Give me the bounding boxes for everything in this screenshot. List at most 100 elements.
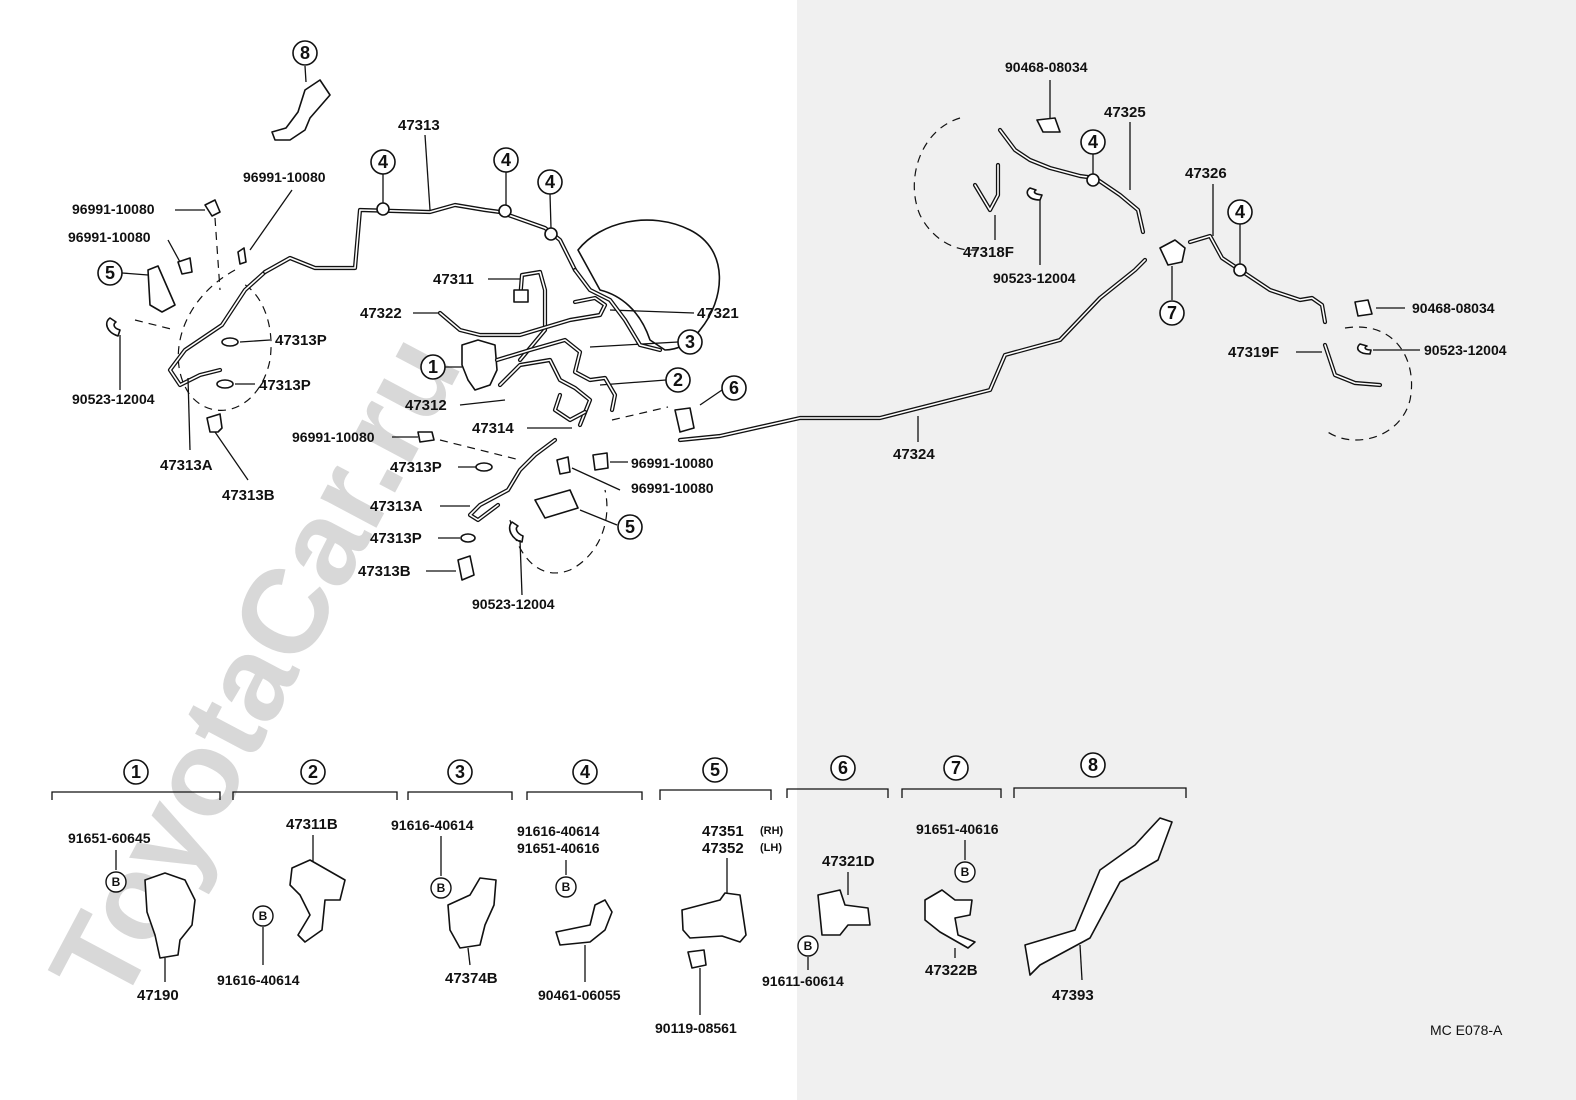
svg-text:4: 4 [1235, 202, 1245, 222]
callout-4: 4 [1227, 199, 1253, 225]
callout-6: 6 [721, 375, 747, 401]
svg-text:1: 1 [428, 357, 438, 377]
label-96991-10080: 96991-10080 [631, 480, 714, 496]
clip-90523 [1356, 343, 1372, 355]
label-47313: 47313 [398, 117, 440, 134]
clamp-joint [544, 227, 558, 241]
part-91616-40614: 91616-40614 [391, 817, 474, 833]
bracket-6 [674, 407, 695, 433]
clamp-joint [498, 204, 512, 218]
svg-text:B: B [112, 875, 121, 889]
part-90461-06055: 90461-06055 [538, 987, 621, 1003]
fitting [513, 289, 529, 303]
label-47313P: 47313P [390, 459, 442, 476]
svg-text:8: 8 [300, 43, 310, 63]
part-47190: 47190 [137, 987, 179, 1004]
label-47313B: 47313B [222, 487, 275, 504]
brake-tube-47326 [1187, 233, 1328, 325]
clamp-47374B [447, 877, 497, 949]
rh-tag: (RH) [760, 825, 784, 837]
wheel-outline-front-left [177, 269, 272, 411]
bracket-47393 [1024, 817, 1173, 976]
label-96991-10080: 96991-10080 [631, 455, 714, 471]
clamp-joint [376, 202, 390, 216]
proportioning-valve-47190 [144, 872, 196, 959]
svg-text:7: 7 [951, 758, 961, 778]
part-91616-40614: 91616-40614 [517, 823, 600, 839]
label-90523-12004: 90523-12004 [72, 391, 155, 407]
b-mark: B [954, 861, 976, 883]
clamp-joint [1233, 263, 1247, 277]
b-mark: B [252, 905, 274, 927]
brake-tube-47325 [997, 127, 1146, 235]
svg-text:2: 2 [673, 370, 683, 390]
wheel-outline-rear-right [1324, 326, 1413, 441]
svg-text:4: 4 [1088, 132, 1098, 152]
part-47321D: 47321D [822, 853, 875, 870]
svg-text:7: 7 [1167, 303, 1177, 323]
brake-booster [577, 219, 721, 351]
clip-90523 [508, 521, 524, 543]
svg-text:3: 3 [685, 332, 695, 352]
bracket-47393-small [271, 79, 331, 141]
svg-text:3: 3 [455, 762, 465, 782]
part-47322B: 47322B [925, 962, 978, 979]
bolt-47313B [457, 555, 475, 581]
part-91616-40614: 91616-40614 [217, 972, 300, 988]
label-47321: 47321 [697, 305, 739, 322]
label-47325: 47325 [1104, 104, 1146, 121]
svg-text:B: B [259, 909, 268, 923]
svg-text:4: 4 [545, 172, 555, 192]
svg-text:B: B [804, 939, 813, 953]
group-4: 4 91616-40614 91651-40616 B 90461-06055 [517, 759, 643, 1003]
washer-47313P [216, 379, 234, 389]
label-90468-08034: 90468-08034 [1412, 300, 1495, 316]
b-mark: B [555, 876, 577, 898]
label-96991-10080: 96991-10080 [68, 229, 151, 245]
svg-text:4: 4 [378, 152, 388, 172]
label-90523-12004: 90523-12004 [993, 270, 1076, 286]
svg-text:4: 4 [580, 762, 590, 782]
label-47311: 47311 [433, 271, 474, 288]
callout-4: 4 [537, 169, 563, 195]
label-47313P: 47313P [259, 377, 311, 394]
clip-96991 [592, 452, 609, 471]
proportioning-valve [461, 339, 498, 391]
svg-text:2: 2 [308, 762, 318, 782]
svg-text:4: 4 [501, 150, 511, 170]
callout-5: 5 [97, 260, 123, 286]
part-47393: 47393 [1052, 987, 1094, 1004]
svg-text:6: 6 [729, 378, 739, 398]
junction-47322B [924, 889, 976, 949]
label-90468-08034: 90468-08034 [1005, 59, 1088, 75]
part-91651-40616: 91651-40616 [517, 840, 600, 856]
group-7: 7 91651-40616 B 47322B [901, 755, 1002, 979]
label-90523-12004: 90523-12004 [1424, 342, 1507, 358]
svg-text:B: B [961, 865, 970, 879]
clip-96991 [204, 199, 221, 217]
callout-5: 5 [617, 514, 643, 540]
group-6: 6 47321D B 91611-60614 [762, 755, 889, 989]
callout-8: 8 [292, 40, 318, 66]
callout-1: 1 [420, 354, 446, 380]
group-3: 3 91616-40614 B 47374B [391, 759, 513, 987]
part-91651-60645: 91651-60645 [68, 830, 151, 846]
wheel-outline-rear-left [913, 117, 986, 251]
brake-tube-47324 [677, 257, 1148, 443]
callout-4: 4 [1080, 129, 1106, 155]
svg-text:1: 1 [131, 762, 141, 782]
b-mark: B [797, 935, 819, 957]
label-90523-12004: 90523-12004 [472, 596, 555, 612]
washer-47313P [475, 462, 493, 472]
group-5: 5 47351 (RH) 47352 (LH) 90119-08561 [655, 757, 784, 1036]
part-47311B: 47311B [286, 816, 338, 833]
part-91611-60614: 91611-60614 [762, 973, 844, 989]
clip-96991 [237, 247, 247, 265]
svg-text:5: 5 [625, 517, 635, 537]
label-96991-10080: 96991-10080 [292, 429, 375, 445]
part-47374B: 47374B [445, 970, 498, 987]
washer-47313P [221, 337, 239, 347]
svg-text:B: B [437, 881, 446, 895]
junction-7 [1159, 239, 1186, 266]
